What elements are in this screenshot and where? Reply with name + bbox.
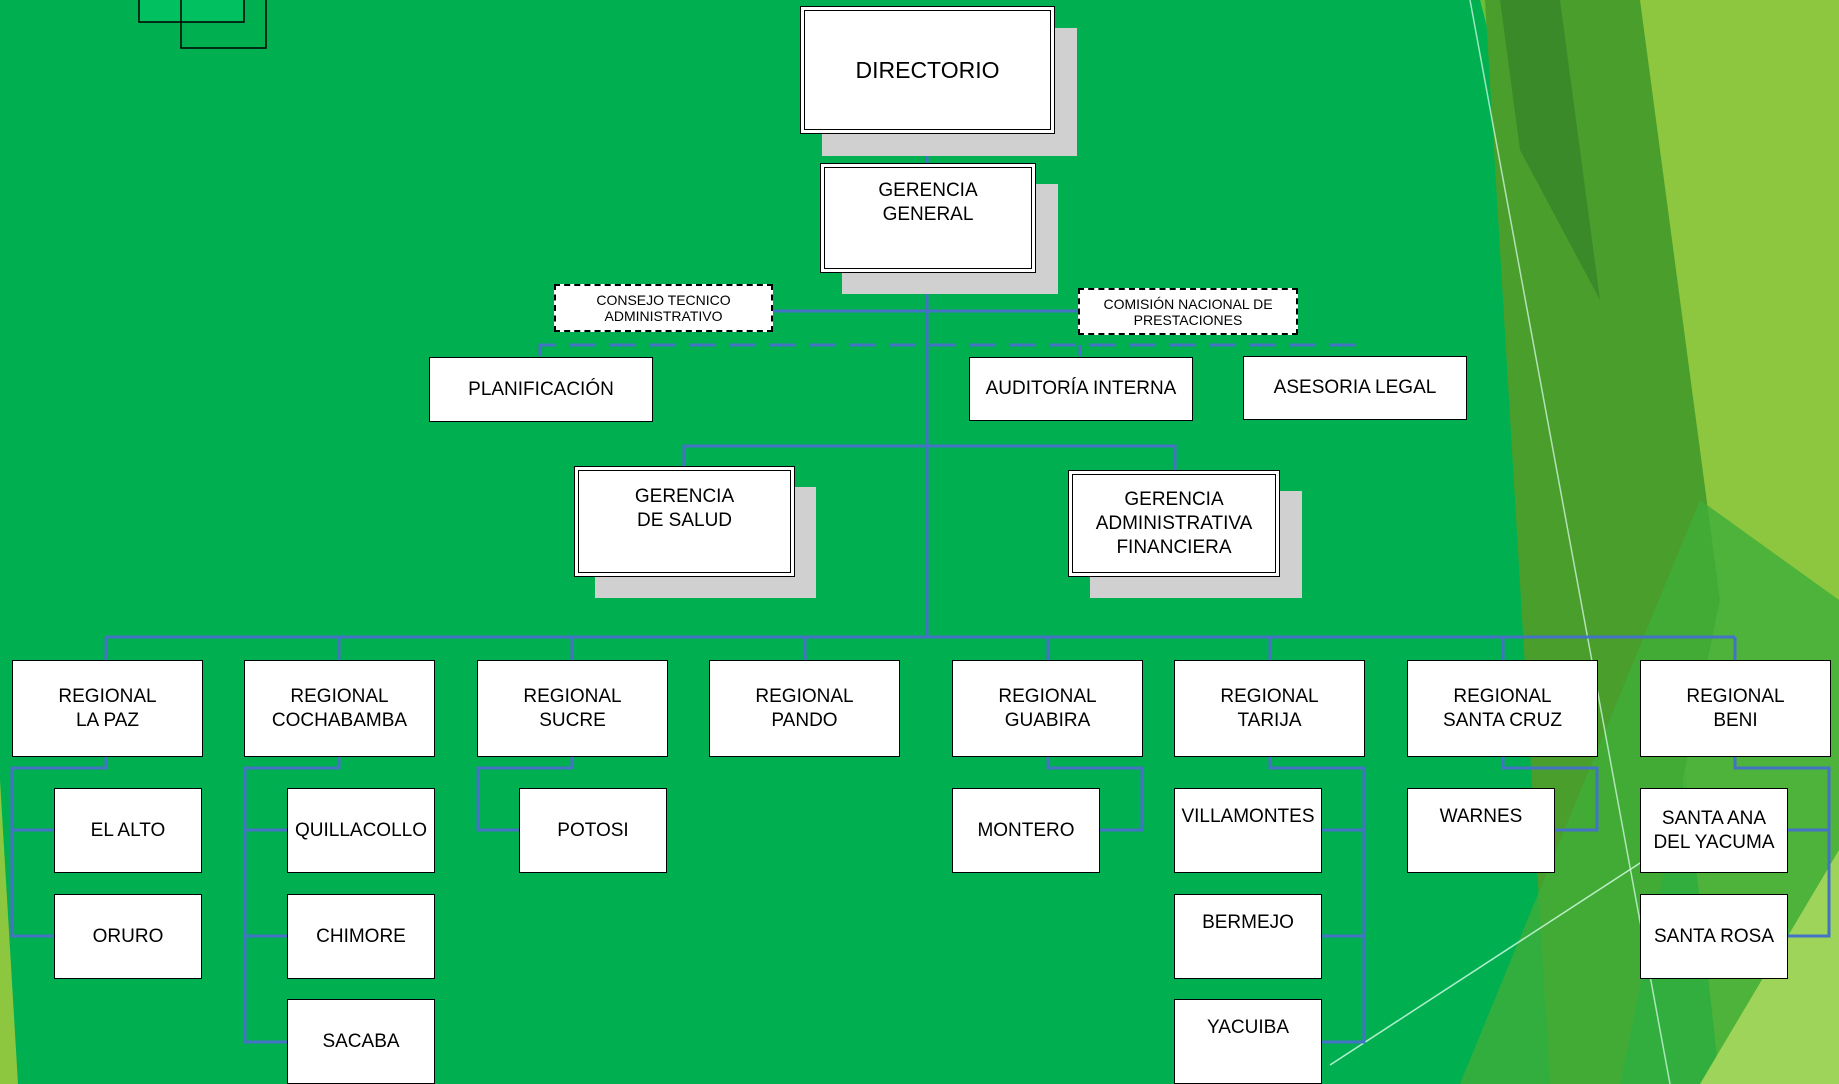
sub-office-box: EL ALTO (54, 788, 202, 873)
gerencia-general-label: GERENCIA GENERAL (878, 180, 978, 225)
gerencia-salud-label: GERENCIA DE SALUD (634, 486, 735, 531)
regional-box: REGIONAL SANTA CRUZ (1407, 660, 1598, 757)
regional-label: REGIONAL GUABIRA (998, 686, 1097, 731)
regional-box: REGIONAL LA PAZ (12, 660, 203, 757)
sub-office-box: MONTERO (952, 788, 1100, 873)
directorio-label: DIRECTORIO (855, 57, 1000, 83)
asesoria-legal-box: ASESORIA LEGAL (1243, 356, 1467, 420)
sub-office-box: SACABA (287, 999, 435, 1084)
sub-office-label: WARNES (1439, 806, 1523, 827)
planificacion-box: PLANIFICACIÓN (429, 357, 653, 422)
sub-office-label: EL ALTO (90, 819, 166, 841)
sub-office-label: ORURO (92, 925, 164, 947)
sub-office-box: SANTA ANA DEL YACUMA (1640, 788, 1788, 873)
regional-box: REGIONAL SUCRE (477, 660, 668, 757)
gerencia-administrativa-label: GERENCIA ADMINISTRATIVA FINANCIERA (1095, 488, 1253, 558)
sub-office-box: BERMEJO (1174, 894, 1322, 979)
gerencia-salud-box: GERENCIA DE SALUD (574, 466, 795, 577)
regional-box: REGIONAL TARIJA (1174, 660, 1365, 757)
sub-office-box: CHIMORE (287, 894, 435, 979)
sub-office-box: ORURO (54, 894, 202, 979)
sub-office-box: QUILLACOLLO (287, 788, 435, 873)
sub-office-box: YACUIBA (1174, 999, 1322, 1084)
directorio-box: DIRECTORIO (800, 6, 1055, 134)
auditoria-interna-box: AUDITORÍA INTERNA (969, 357, 1193, 421)
sub-office-box: SANTA ROSA (1640, 894, 1788, 979)
regional-box: REGIONAL COCHABAMBA (244, 660, 435, 757)
sub-office-label: SANTA ROSA (1653, 925, 1774, 947)
regional-box: REGIONAL PANDO (709, 660, 900, 757)
logo-square-front (138, 0, 245, 23)
sub-office-label: MONTERO (977, 819, 1075, 841)
regional-box: REGIONAL GUABIRA (952, 660, 1143, 757)
gerencia-general-box: GERENCIA GENERAL (820, 163, 1036, 273)
planificacion-label: PLANIFICACIÓN (468, 378, 614, 400)
sub-office-label: CHIMORE (316, 925, 406, 947)
regional-label: REGIONAL PANDO (755, 686, 854, 731)
sub-office-label: VILLAMONTES (1181, 806, 1315, 827)
sub-office-box: VILLAMONTES (1174, 788, 1322, 873)
asesoria-legal-label: ASESORIA LEGAL (1273, 377, 1437, 398)
sub-office-box: POTOSI (519, 788, 667, 873)
regional-label: REGIONAL TARIJA (1220, 686, 1319, 731)
regional-box: REGIONAL BENI (1640, 660, 1831, 757)
regional-label: REGIONAL SUCRE (523, 686, 622, 731)
auditoria-interna-label: AUDITORÍA INTERNA (985, 378, 1177, 399)
sub-office-label: SACABA (322, 1030, 400, 1052)
regional-label: REGIONAL SANTA CRUZ (1443, 686, 1562, 731)
sub-office-label: QUILLACOLLO (295, 819, 427, 841)
consejo-tecnico-label: CONSEJO TECNICO ADMINISTRATIVO (596, 292, 731, 324)
consejo-tecnico-box: CONSEJO TECNICO ADMINISTRATIVO (554, 284, 773, 332)
regional-label: REGIONAL LA PAZ (58, 686, 157, 731)
logo-square-back (180, 0, 267, 49)
sub-office-label: SANTA ANA DEL YACUMA (1653, 807, 1775, 853)
gerencia-administrativa-box: GERENCIA ADMINISTRATIVA FINANCIERA (1068, 470, 1280, 577)
comision-nacional-box: COMISIÓN NACIONAL DE PRESTACIONES (1078, 288, 1298, 335)
sub-office-box: WARNES (1407, 788, 1555, 873)
sub-office-label: YACUIBA (1206, 1017, 1289, 1038)
regional-label: REGIONAL BENI (1686, 686, 1785, 731)
regional-label: REGIONAL COCHABAMBA (271, 686, 408, 731)
connector-lines (10, 133, 1831, 1044)
comision-nacional-label: COMISIÓN NACIONAL DE PRESTACIONES (1103, 295, 1273, 328)
sub-office-label: POTOSI (557, 819, 629, 841)
sub-office-label: BERMEJO (1202, 912, 1294, 933)
